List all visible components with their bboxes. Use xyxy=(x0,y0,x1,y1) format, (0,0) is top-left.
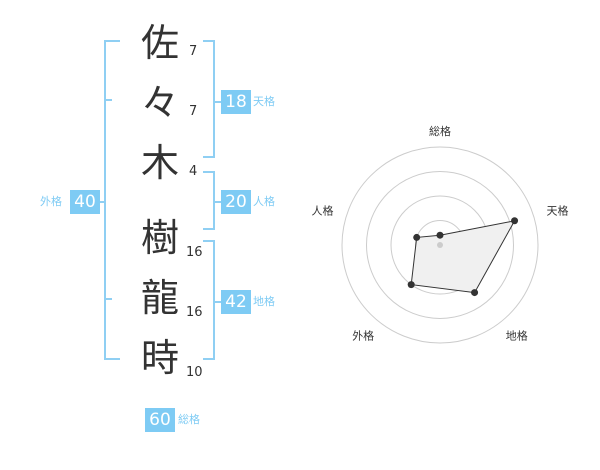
chikaku-value: 42 xyxy=(221,290,251,314)
soukaku-label: 総格 xyxy=(178,413,200,426)
name-char-4: 樹 xyxy=(140,216,179,260)
stroke-count-4: 16 xyxy=(186,245,203,260)
radar-center-dot xyxy=(437,242,443,248)
radar-chart: 総格 天格 地格 外格 人格 xyxy=(312,124,569,344)
stroke-count-1: 7 xyxy=(189,44,198,59)
name-char-3: 木 xyxy=(140,141,179,185)
tenkaku-label: 天格 xyxy=(253,95,275,108)
radar-point-1 xyxy=(511,217,519,225)
radar-point-2 xyxy=(471,289,479,297)
radar-ring-4 xyxy=(341,146,539,344)
radar-ring-3 xyxy=(366,171,514,319)
gaikaku-label: 外格 xyxy=(40,195,62,208)
name-char-5: 龍 xyxy=(140,276,179,320)
name-char-1: 佐 xyxy=(140,21,179,65)
radar-axis-label-gaikaku: 外格 xyxy=(352,329,374,343)
stroke-count-2: 7 xyxy=(189,104,198,119)
soukaku-value: 60 xyxy=(145,408,175,432)
radar-axis-label-jinkaku: 人格 xyxy=(312,203,334,217)
name-char-2: 々 xyxy=(140,81,179,125)
jinkaku-value: 20 xyxy=(221,190,251,214)
stroke-count-3: 4 xyxy=(189,164,198,179)
name-char-6: 時 xyxy=(140,336,179,380)
jinkaku-label: 人格 xyxy=(253,195,275,208)
radar-axis-label-soukaku: 総格 xyxy=(429,124,451,138)
radar-point-4 xyxy=(413,233,421,241)
stroke-count-6: 10 xyxy=(186,365,203,380)
radar-point-0 xyxy=(436,231,444,239)
radar-axis-label-tenkaku: 天格 xyxy=(547,203,569,217)
radar-point-3 xyxy=(407,281,415,289)
radar-polygon xyxy=(410,220,516,294)
gaikaku-value: 40 xyxy=(70,190,100,214)
stroke-count-5: 16 xyxy=(186,305,203,320)
tenkaku-value: 18 xyxy=(221,90,251,114)
radar-axis-label-chikaku: 地格 xyxy=(506,329,528,343)
chikaku-label: 地格 xyxy=(253,295,275,308)
